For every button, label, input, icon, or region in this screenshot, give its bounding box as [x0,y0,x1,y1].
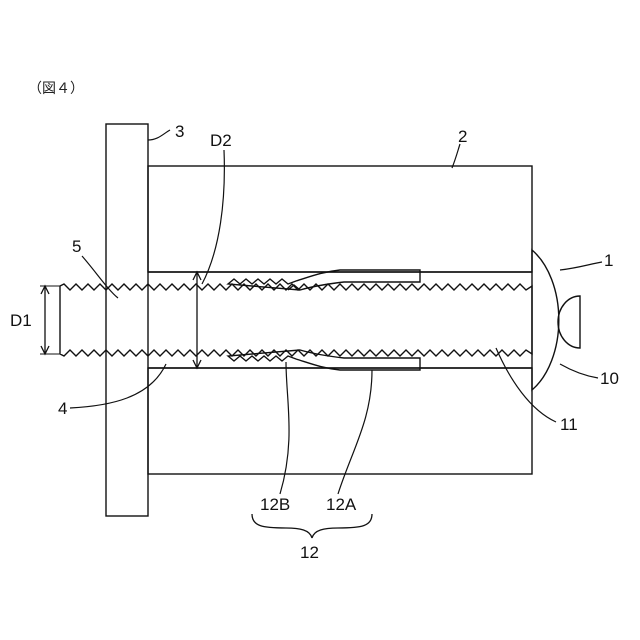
threaded-shaft [60,284,532,356]
plate [106,124,148,516]
label-recess: 10 [600,369,619,388]
label-sleeve-group: 12 [300,543,319,562]
label-head: 1 [604,251,613,270]
label-threaded-hole: 5 [72,237,81,256]
d1-dimension [40,286,60,354]
label-thread-end: 11 [560,415,578,434]
bolt-head [532,250,580,390]
label-d2: D2 [210,131,232,150]
label-d1: D1 [10,311,32,330]
body-block [148,166,532,474]
sleeve-group-brace [252,514,372,538]
label-shaft: 4 [58,399,67,418]
label-sleeve-outer: 12A [326,495,357,514]
leader-lines [70,130,602,494]
label-sleeve-inner: 12B [260,495,290,514]
label-body: 2 [458,127,467,146]
label-plate: 3 [175,122,184,141]
